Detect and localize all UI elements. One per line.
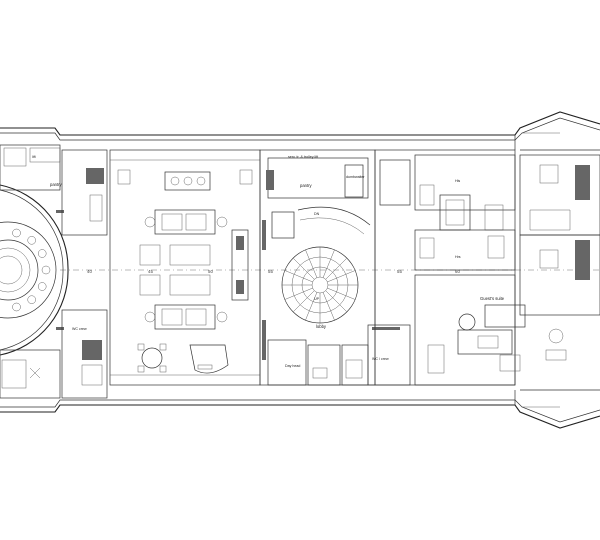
hull-outline — [0, 111, 600, 429]
dining-chair — [27, 295, 36, 304]
axis-mark-45: 45 — [148, 269, 153, 274]
centerline: 40 45 50 55 55 60 — [60, 269, 600, 274]
dining-chair — [41, 265, 51, 275]
stair-tread — [305, 249, 318, 278]
label-service-mid: serv. tr. & trolley lift — [288, 155, 318, 159]
axis-mark-55: 55 — [268, 269, 273, 274]
label-dumbwaiter: dumbwaiter — [346, 175, 365, 179]
label-day-head: Day head — [285, 364, 300, 368]
label-dn: DN — [314, 212, 320, 216]
label-guest-suite: Guest's suite — [480, 296, 505, 301]
label-wc-crew: WC crew — [72, 327, 87, 331]
dining-chair — [27, 236, 36, 245]
stair-tread — [284, 287, 313, 300]
label-pantry-mid: pantry — [300, 183, 313, 188]
dining-rotunda — [0, 184, 69, 356]
axis-mark-60: 60 — [455, 269, 460, 274]
label-lift-left: lift — [32, 155, 36, 159]
stair-tread — [327, 287, 356, 300]
guest-suite: His Hrs Guest's suite — [374, 149, 567, 386]
dining-chair — [37, 282, 47, 291]
axis-mark-40: 40 — [87, 269, 92, 274]
stair-tread — [322, 249, 335, 278]
dining-chair — [12, 302, 21, 312]
label-pantry-left: pantry — [50, 182, 63, 187]
main-salon — [109, 149, 261, 386]
stair-tread — [305, 292, 318, 321]
stair-tread — [327, 270, 356, 283]
dining-chair — [37, 249, 47, 258]
left-service-areas: lift pantry WC crew — [0, 144, 108, 399]
stair-tread — [322, 292, 335, 321]
dining-chairs — [12, 228, 51, 312]
stair-tread — [292, 257, 315, 280]
label-lobby: lobby — [316, 324, 327, 329]
central-lobby: serv. tr. & trolley lift pantry dumbwait… — [259, 149, 411, 386]
stair-treads — [282, 247, 358, 323]
stair-tread — [325, 290, 348, 313]
axis-mark-50: 50 — [208, 269, 213, 274]
label-up: UP — [314, 297, 320, 301]
stair-tread — [325, 257, 348, 280]
stern-cabins — [519, 154, 600, 316]
label-wc-mid: WC / crew — [372, 357, 389, 361]
stair-tread — [292, 290, 315, 313]
stair-tread — [284, 270, 313, 283]
dining-chair — [12, 228, 21, 238]
axis-mark-55b: 55 — [397, 269, 402, 274]
label-his: His — [455, 179, 460, 183]
label-hers: Hrs — [455, 255, 461, 259]
